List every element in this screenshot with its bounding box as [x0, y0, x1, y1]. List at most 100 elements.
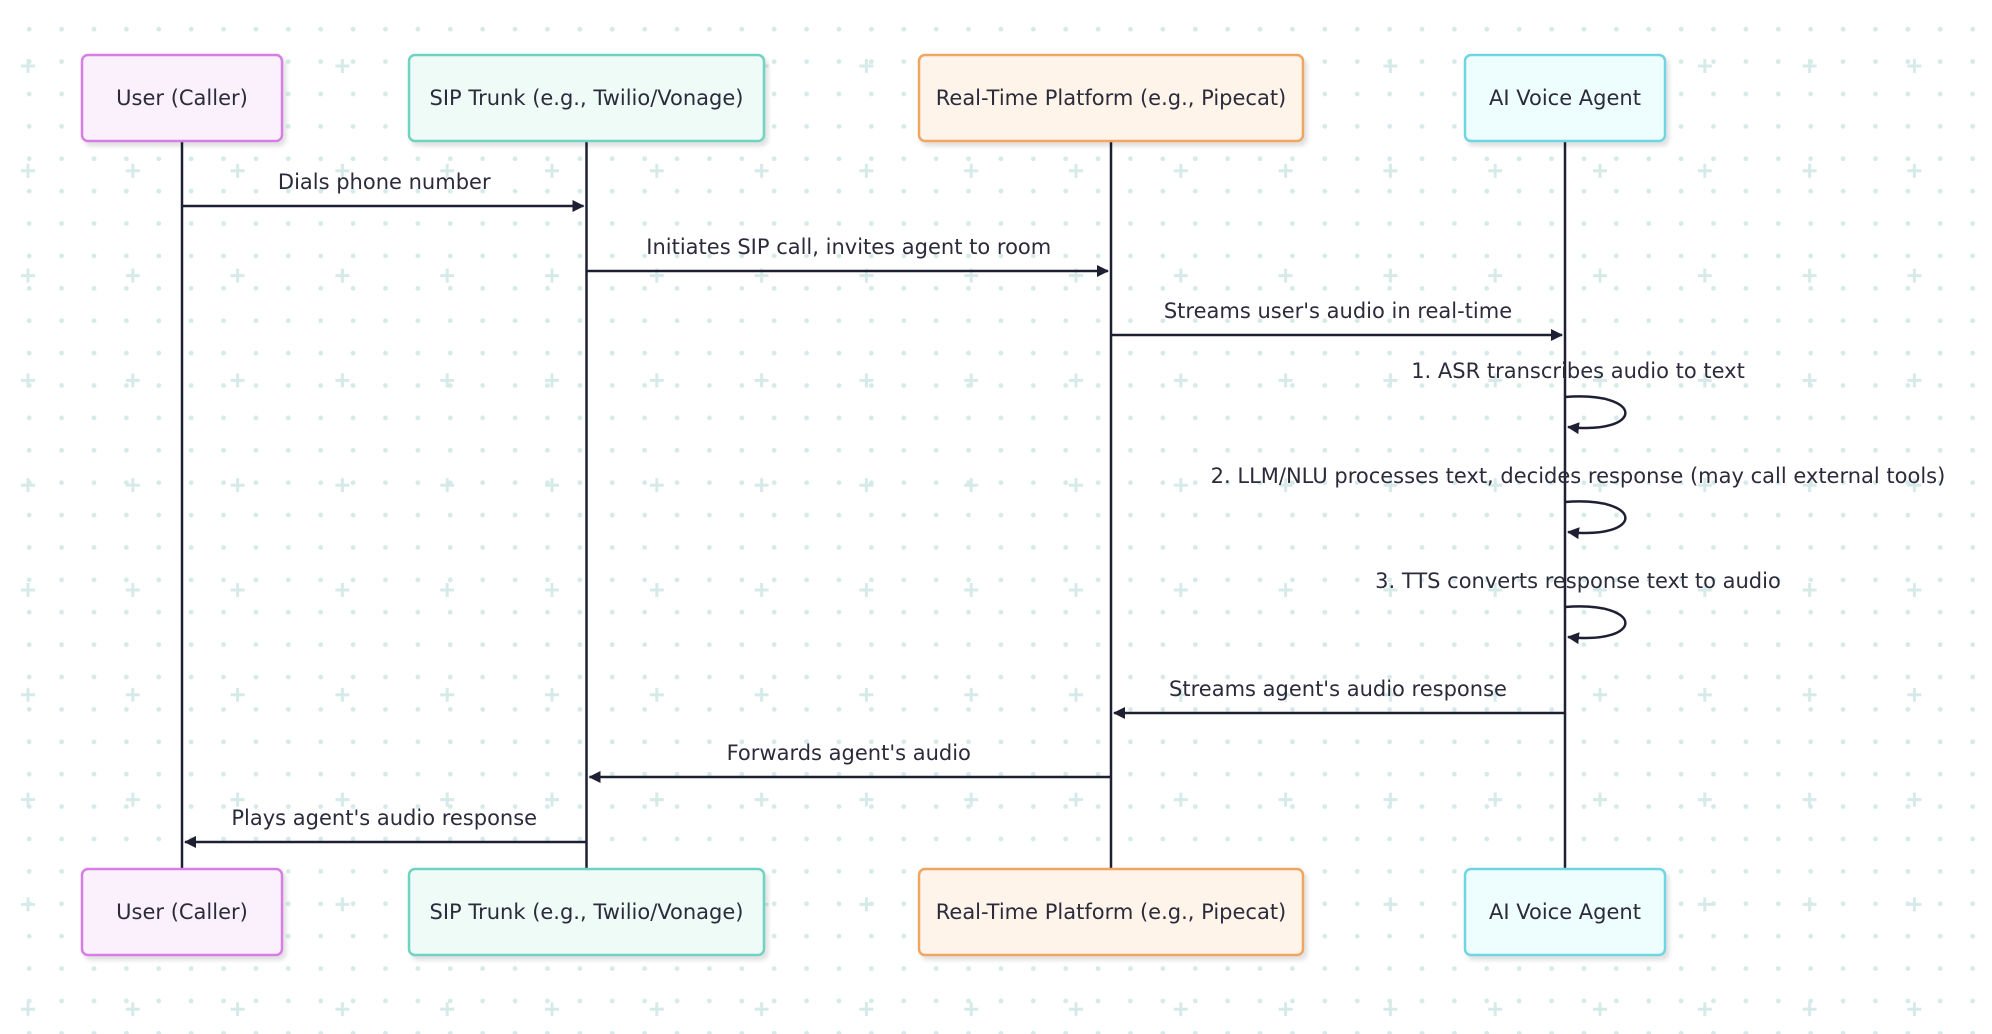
grid-plus-icon	[1069, 583, 1083, 597]
grid-plus-icon	[859, 1002, 874, 1017]
grid-plus-icon	[545, 373, 559, 388]
participant-box	[1463, 53, 1667, 143]
grid-plus-icon	[1069, 163, 1083, 178]
grid-plus-icon	[649, 373, 664, 388]
grid-plus-icon	[1173, 163, 1188, 178]
grid-plus-icon	[1488, 687, 1503, 702]
participant-label: Real-Time Platform (e.g., Pipecat)	[936, 900, 1287, 924]
grid-plus-icon	[1383, 373, 1398, 388]
grid-plus-icon	[440, 478, 455, 493]
participant-box	[917, 53, 1305, 143]
grid-plus-icon	[754, 792, 769, 807]
grid-plus-icon	[21, 1002, 35, 1017]
grid-plus-icon	[1383, 59, 1398, 73]
grid-plus-icon	[1593, 792, 1607, 807]
grid-plus-icon	[649, 583, 664, 597]
grid-plus-icon	[335, 478, 350, 493]
message-label: 3. TTS converts response text to audio	[1375, 569, 1781, 593]
grid-plus-icon	[21, 478, 35, 493]
participant-box	[407, 867, 766, 957]
grid-plus-icon	[1488, 1002, 1503, 1017]
grid-plus-icon	[21, 897, 35, 912]
grid-plus-icon	[964, 583, 979, 597]
grid-plus-icon	[21, 268, 35, 283]
grid-plus-icon	[125, 1002, 140, 1017]
grid-plus-icon	[1173, 1002, 1188, 1017]
grid-plus-icon	[1173, 478, 1188, 493]
grid-plus-icon	[230, 583, 245, 597]
grid-plus-icon	[1069, 373, 1083, 388]
grid-plus-icon	[964, 478, 979, 493]
grid-plus-icon	[1278, 792, 1293, 807]
grid-plus-icon	[125, 792, 140, 807]
participant-agent-bottom: AI Voice Agent	[1463, 867, 1667, 957]
grid-plus-icon	[545, 1002, 559, 1017]
grid-plus-icon	[1488, 268, 1503, 283]
message-7: Streams agent's audio response	[1113, 677, 1565, 719]
grid-plus-icon	[1697, 478, 1712, 493]
grid-plus-icon	[1069, 687, 1083, 702]
grid-plus-icon	[1593, 687, 1607, 702]
grid-plus-icon	[859, 897, 874, 912]
grid-plus-icon	[1173, 583, 1188, 597]
message-label: 2. LLM/NLU processes text, decides respo…	[1211, 464, 1946, 488]
grid-plus-icon	[1697, 59, 1712, 73]
message-3: Streams user's audio in real-time	[1111, 299, 1563, 341]
grid-plus-icon	[1907, 59, 1922, 73]
message-1: Dials phone number	[182, 170, 585, 212]
participant-label: User (Caller)	[116, 900, 248, 924]
participant-label: Real-Time Platform (e.g., Pipecat)	[936, 86, 1287, 110]
participant-sip-bottom: SIP Trunk (e.g., Twilio/Vonage)	[407, 867, 766, 957]
grid-plus-icon	[859, 59, 874, 73]
grid-plus-icon	[964, 1002, 979, 1017]
grid-plus-icon	[1907, 687, 1922, 702]
grid-plus-icon	[1488, 373, 1503, 388]
grid-plus-icon	[1069, 1002, 1083, 1017]
grid-plus-icon	[440, 583, 455, 597]
grid-plus-icon	[335, 583, 350, 597]
grid-plus-icon	[1383, 583, 1398, 597]
grid-plus-icon	[1383, 687, 1398, 702]
grid-plus-icon	[1907, 792, 1922, 807]
grid-plus-icon	[545, 268, 559, 283]
self-message-loop	[1564, 605, 1627, 645]
participant-box	[917, 867, 1305, 957]
grid-plus-icon	[1907, 897, 1922, 912]
grid-plus-icon	[230, 478, 245, 493]
grid-plus-icon	[649, 687, 664, 702]
grid-plus-icon	[1383, 1002, 1398, 1017]
participant-box	[80, 867, 284, 957]
participant-user-bottom: User (Caller)	[80, 867, 284, 957]
grid-plus-icon	[125, 583, 140, 597]
self-message-loop	[1564, 395, 1627, 435]
participant-label: AI Voice Agent	[1489, 900, 1641, 924]
grid-plus-icon	[125, 163, 140, 178]
grid-plus-icon	[1802, 373, 1817, 388]
grid-plus-icon	[859, 478, 874, 493]
grid-plus-icon	[1383, 478, 1398, 493]
grid-plus-icon	[545, 583, 559, 597]
grid-plus-icon	[1697, 897, 1712, 912]
grid-plus-icon	[21, 792, 35, 807]
grid-plus-icon	[1907, 1002, 1922, 1017]
grid-plus-icon	[1593, 163, 1607, 178]
grid-plus-icon	[859, 373, 874, 388]
grid-plus-icon	[649, 478, 664, 493]
grid-plus-icon	[754, 373, 769, 388]
grid-plus-icon	[545, 792, 559, 807]
grid-plus-icon	[125, 268, 140, 283]
grid-plus-icon	[1383, 897, 1398, 912]
grid-plus-icon	[440, 792, 455, 807]
grid-plus-icon	[649, 163, 664, 178]
message-label: Streams agent's audio response	[1169, 677, 1507, 701]
grid-plus-icon	[1278, 163, 1293, 178]
grid-plus-icon	[1278, 478, 1293, 493]
grid-plus-icon	[21, 373, 35, 388]
message-5: 2. LLM/NLU processes text, decides respo…	[1211, 464, 1946, 540]
grid-plus-icon	[1278, 373, 1293, 388]
grid-plus-icon	[964, 687, 979, 702]
grid-plus-icon	[1802, 59, 1817, 73]
participant-label: SIP Trunk (e.g., Twilio/Vonage)	[430, 86, 744, 110]
grid-plus-icon	[1907, 478, 1922, 493]
grid-plus-icon	[1383, 163, 1398, 178]
